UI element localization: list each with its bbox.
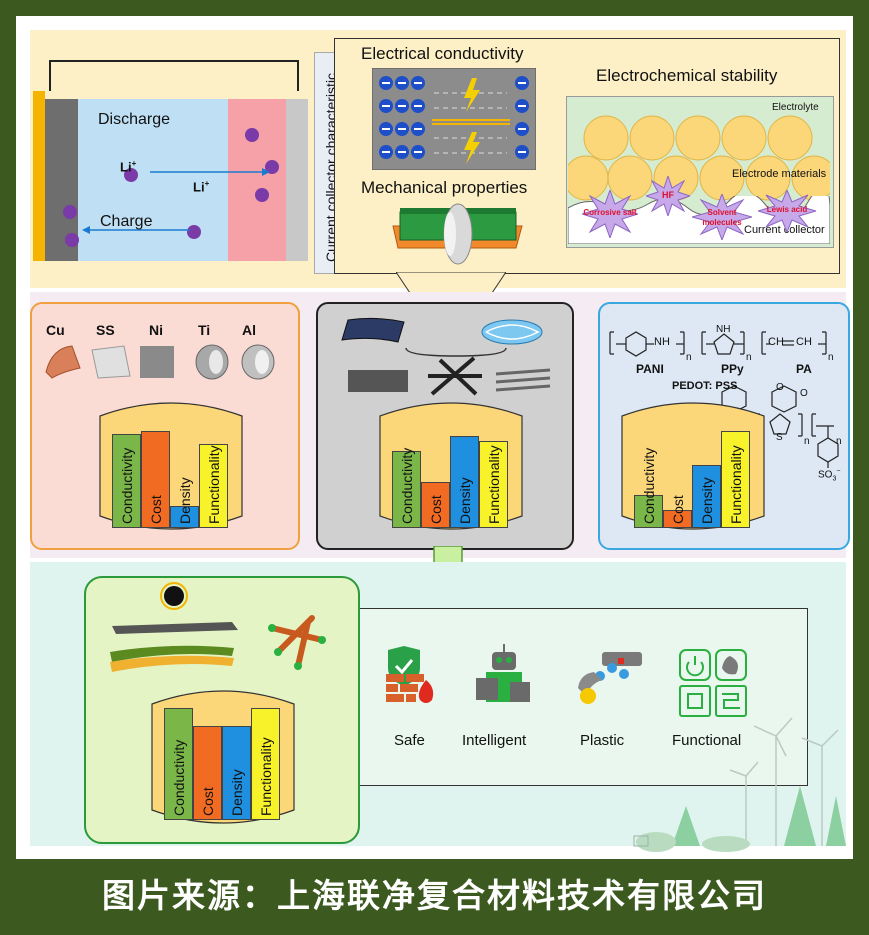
carbon-bar-conductivity [392, 451, 421, 528]
polymer-bar-label-conductivity: Conductivity [640, 447, 657, 524]
future-materials-illustration [102, 582, 338, 682]
pani-n: n [686, 352, 692, 363]
carbon-bar-cost [421, 482, 450, 528]
future-bar-density [222, 726, 251, 820]
discharge-label: Discharge [98, 111, 171, 128]
future-bar-label-functionality: Functionality [257, 737, 274, 816]
app-label-intelligent: Intelligent [462, 732, 527, 749]
safe-icon [382, 646, 436, 706]
metals-bar-label-functionality: Functionality [205, 445, 222, 524]
carbon-bar-label-cost: Cost [427, 495, 444, 524]
carbon-bar-functionality [479, 441, 508, 528]
wind-turbine-landscape [626, 716, 846, 856]
battery-schematic: Discharge Charge Li+ Li+ [30, 60, 308, 271]
polymer-bar-label-density: Density [698, 477, 715, 524]
metal-label-ti: Ti [198, 322, 211, 338]
electron-flow-diagram [371, 67, 537, 171]
pss-so3: SO3− [818, 468, 841, 483]
carbon-bar-label-conductivity: Conductivity [398, 447, 415, 524]
pedot-s: S [776, 432, 783, 443]
pedot-o-1: O [776, 382, 784, 393]
ppy-n: n [746, 352, 752, 363]
carbon-bar-label-functionality: Functionality [485, 445, 502, 524]
polymer-label-ppy: PPy [721, 362, 744, 376]
electrochemical-stability-title: Electrochemical stability [596, 66, 778, 85]
li-ion-label-1: Li+ [120, 159, 137, 175]
metal-foil-samples [42, 342, 282, 382]
metal-label-ni: Ni [149, 322, 163, 338]
polymer-label-pa: PA [796, 362, 812, 376]
mechanical-roller-diagram [388, 200, 528, 270]
electrode-particles [563, 112, 837, 202]
future-bar-cost [193, 726, 222, 820]
metals-bar-functionality [199, 444, 228, 528]
burst-solvent-molecules: Solvent molecules [690, 192, 754, 242]
metals-bar-cost [141, 431, 170, 528]
metals-bar-label-conductivity: Conductivity [118, 447, 135, 524]
intelligent-icon [472, 642, 536, 708]
burst-corrosive-salt: Corrosive salt [580, 188, 640, 240]
ppy-nh: NH [716, 324, 731, 335]
polymer-bar-label-functionality: Functionality [727, 445, 744, 524]
image-source-caption: 图片来源：上海联净复合材料技术有限公司 [102, 876, 767, 915]
metal-label-cu: Cu [46, 322, 65, 338]
polymer-bar-conductivity [634, 495, 663, 528]
metal-label-ss: SS [96, 322, 115, 338]
metal-label-al: Al [242, 322, 256, 338]
polymer-bar-density [692, 465, 721, 528]
app-label-plastic: Plastic [580, 732, 625, 749]
polymer-bar-functionality [721, 431, 750, 528]
pa-ch-1: CH [768, 336, 784, 348]
polymer-label-pani: PANI [636, 362, 664, 376]
future-bar-label-density: Density [228, 769, 245, 816]
metals-bar-conductivity [112, 434, 141, 528]
pani-nh: NH [654, 336, 670, 348]
figure-frame: Discharge Charge Li+ Li+ Current collect… [16, 16, 853, 859]
current-collector-label: Current collector [744, 224, 825, 236]
metals-bar-label-cost: Cost [147, 495, 164, 524]
pedot-n: n [804, 436, 810, 447]
burst-lewis-acid: Lewis acid [756, 188, 818, 234]
carbon-bar-label-density: Density [456, 477, 473, 524]
future-bar-label-cost: Cost [199, 787, 216, 816]
electrolyte-label: Electrolyte [772, 102, 819, 113]
mechanical-properties-title: Mechanical properties [361, 178, 528, 197]
app-label-functional: Functional [672, 732, 742, 749]
metals-bar-label-density: Density [176, 477, 193, 524]
li-ion-label-2: Li+ [193, 179, 210, 195]
plastic-icon [572, 644, 652, 710]
polymer-bar-cost [663, 510, 692, 528]
polymer-bar-label-cost: Cost [669, 495, 686, 524]
app-label-safe: Safe [394, 732, 425, 749]
functional-icon [678, 648, 750, 720]
carbon-materials-illustration [336, 314, 558, 400]
future-bar-functionality [251, 708, 280, 820]
polymer-label-pedot-pss: PEDOT: PSS [672, 380, 738, 392]
pa-n: n [828, 352, 834, 363]
polymer-structures: NH NH CH CH n n n O O S n n SO3− [604, 312, 842, 490]
future-bar-label-conductivity: Conductivity [170, 739, 187, 816]
future-bar-conductivity [164, 708, 193, 820]
charge-label: Charge [100, 213, 153, 230]
pedot-o-2: O [800, 388, 808, 399]
lithium-ion-dots [63, 128, 279, 247]
electrical-conductivity-title: Electrical conductivity [361, 44, 524, 63]
pss-n: n [836, 436, 842, 447]
burst-hf: HF [644, 174, 692, 218]
carbon-bar-density [450, 436, 479, 528]
pa-ch-2: CH [796, 336, 812, 348]
electrode-materials-label: Electrode materials [732, 168, 827, 180]
metals-bar-density [170, 506, 199, 528]
